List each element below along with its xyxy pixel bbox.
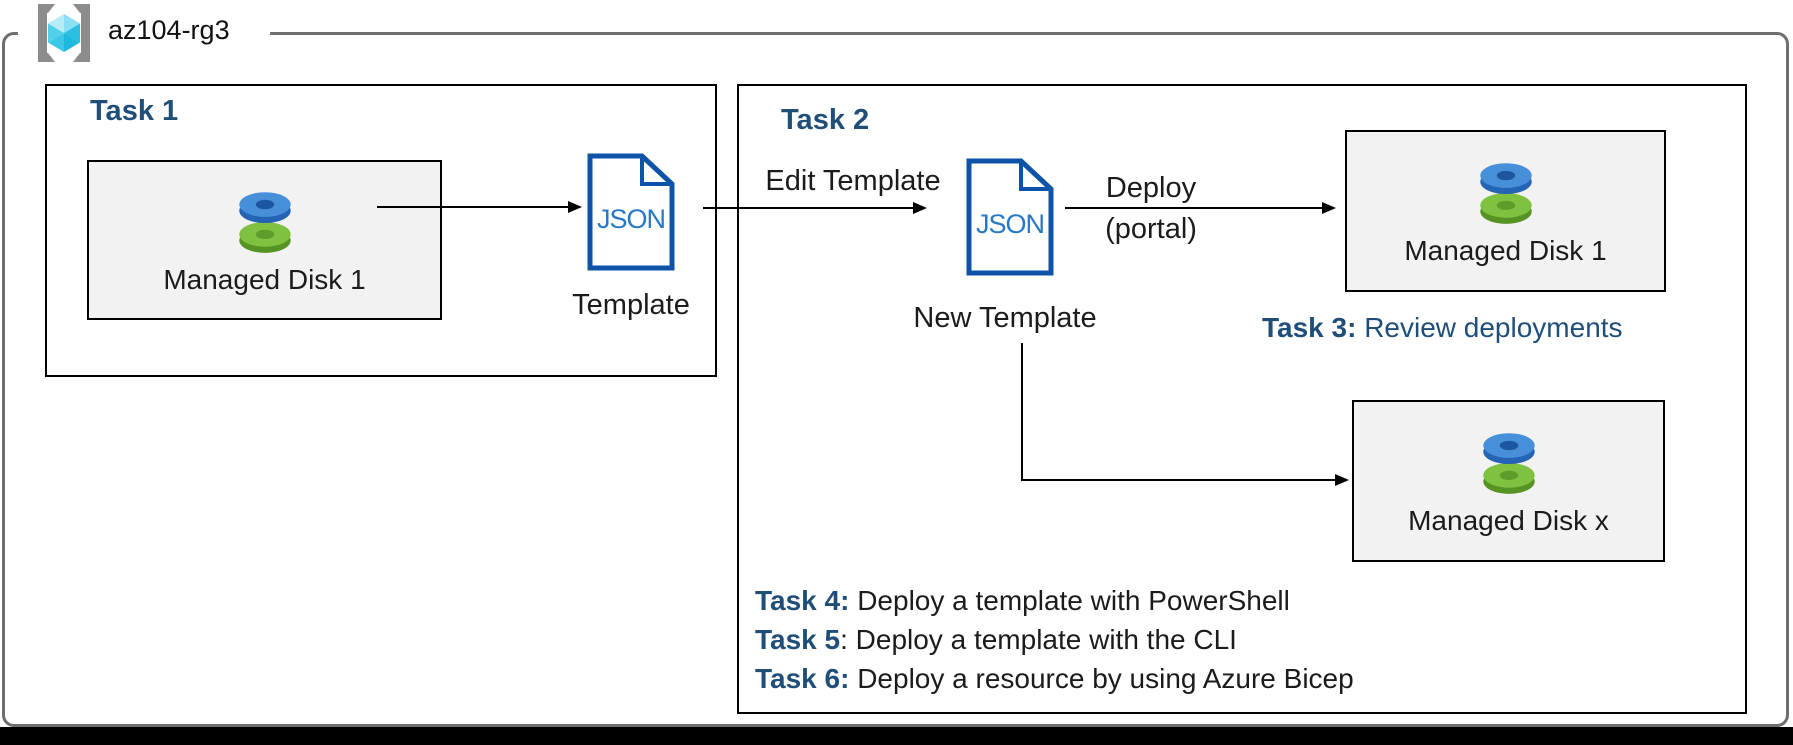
deploy-portal-label: (portal) <box>1105 213 1197 245</box>
new-template-label: New Template <box>913 302 1097 334</box>
json-text: JSON <box>597 204 665 234</box>
managed-disk-icon <box>1482 433 1535 494</box>
right-bracket <box>73 4 90 62</box>
bottom-black-bar <box>0 727 1793 745</box>
border-gap <box>18 29 270 39</box>
task3-text: Task 3: Review deployments <box>1262 312 1623 344</box>
task5-rest: : Deploy a template with the CLI <box>840 624 1237 655</box>
task2-title: Task 2 <box>781 104 870 136</box>
cube-glyph <box>48 14 80 52</box>
managed-disk-1-label: Managed Disk 1 <box>163 264 366 295</box>
task5-prefix: Task 5 <box>755 624 841 655</box>
arrow-template-to-disk-x <box>1021 343 1349 486</box>
json-text: JSON <box>976 209 1044 239</box>
task6-text: Task 6: Deploy a resource by using Azure… <box>755 659 1354 698</box>
managed-disk-1-box-task2: Managed Disk 1 <box>1345 130 1666 292</box>
task4-prefix: Task 4: <box>755 585 850 616</box>
task5-text: Task 5: Deploy a template with the CLI <box>755 620 1354 659</box>
task3-rest: Review deployments <box>1356 312 1623 343</box>
resource-group-boundary <box>2 32 1789 727</box>
task3-prefix: Task 3: <box>1262 312 1357 343</box>
resource-group-label: az104-rg3 <box>108 15 230 45</box>
managed-disk-x-label: Managed Disk x <box>1408 505 1609 536</box>
task-list: Task 4: Deploy a template with PowerShel… <box>755 581 1354 698</box>
task1-title: Task 1 <box>90 95 179 127</box>
managed-disk-1-box-task1: Managed Disk 1 <box>87 160 442 320</box>
resource-group-icon <box>38 4 90 62</box>
template-label: Template <box>572 289 690 321</box>
json-file-icon-new-template: JSON <box>966 158 1054 276</box>
managed-disk-1-label: Managed Disk 1 <box>1404 235 1607 266</box>
managed-disk-x-box: Managed Disk x <box>1352 400 1665 562</box>
json-file-icon-template: JSON <box>587 153 675 271</box>
managed-disk-icon <box>1479 163 1532 224</box>
task4-rest: Deploy a template with PowerShell <box>849 585 1290 616</box>
task4-text: Task 4: Deploy a template with PowerShel… <box>755 581 1354 620</box>
task6-prefix: Task 6: <box>755 663 850 694</box>
edit-template-label: Edit Template <box>765 165 941 197</box>
task6-rest: Deploy a resource by using Azure Bicep <box>849 663 1354 694</box>
deploy-label: Deploy <box>1105 172 1197 204</box>
managed-disk-icon <box>238 192 291 253</box>
left-bracket <box>38 4 55 62</box>
